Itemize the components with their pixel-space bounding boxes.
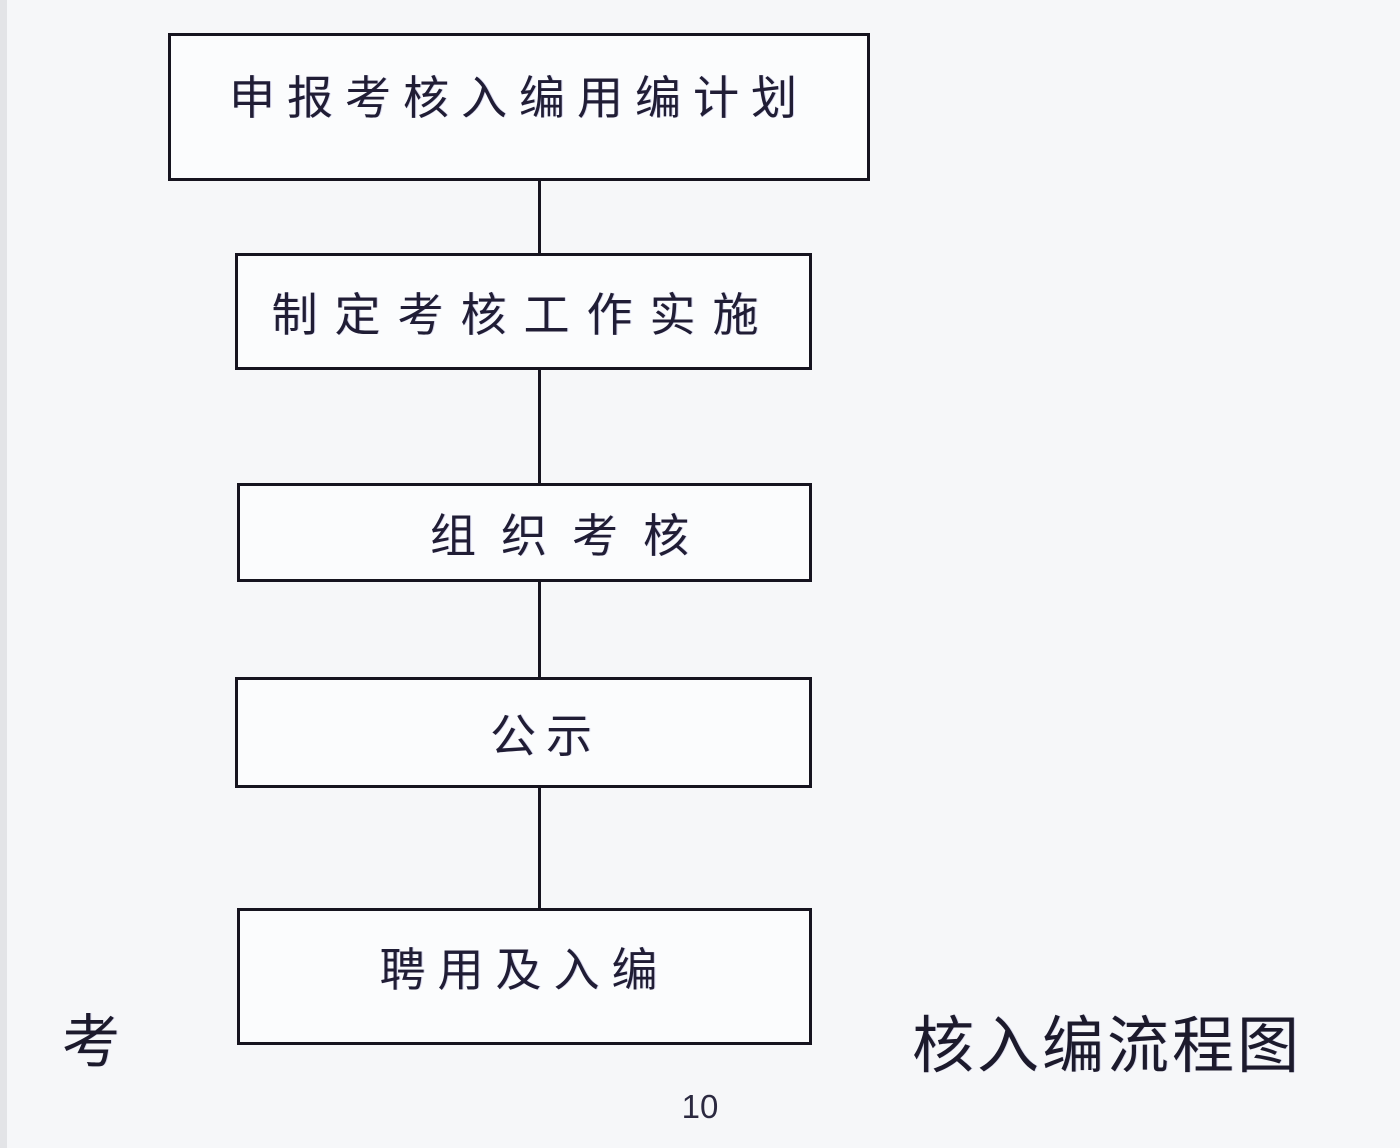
page-number: 10 (681, 1088, 719, 1125)
flow-step-label: 聘用及入编 (379, 943, 670, 996)
caption-fragment-right: 核入编流程图 (912, 1013, 1303, 1081)
caption-fragment-left: 考 (62, 1010, 121, 1075)
connector-line (538, 788, 541, 908)
connector-line (538, 582, 541, 677)
flow-step-label: 组织考核 (430, 509, 714, 562)
flow-step-public-notice: 公示 (235, 677, 812, 788)
flow-step-label: 制定考核工作实施 (271, 288, 776, 341)
flow-step-formulate-implementation: 制定考核工作实施 (235, 253, 812, 370)
flow-step-declare-plan: 申报考核入编用编计划 (168, 33, 870, 181)
flow-step-hire-and-enroll: 聘用及入编 (237, 908, 812, 1045)
flow-step-organize-assessment: 组织考核 (237, 483, 812, 582)
flow-step-label: 公示 (490, 709, 602, 762)
flow-step-label: 申报考核入编用编计划 (229, 72, 809, 124)
connector-line (538, 370, 541, 483)
connector-line (538, 181, 541, 253)
